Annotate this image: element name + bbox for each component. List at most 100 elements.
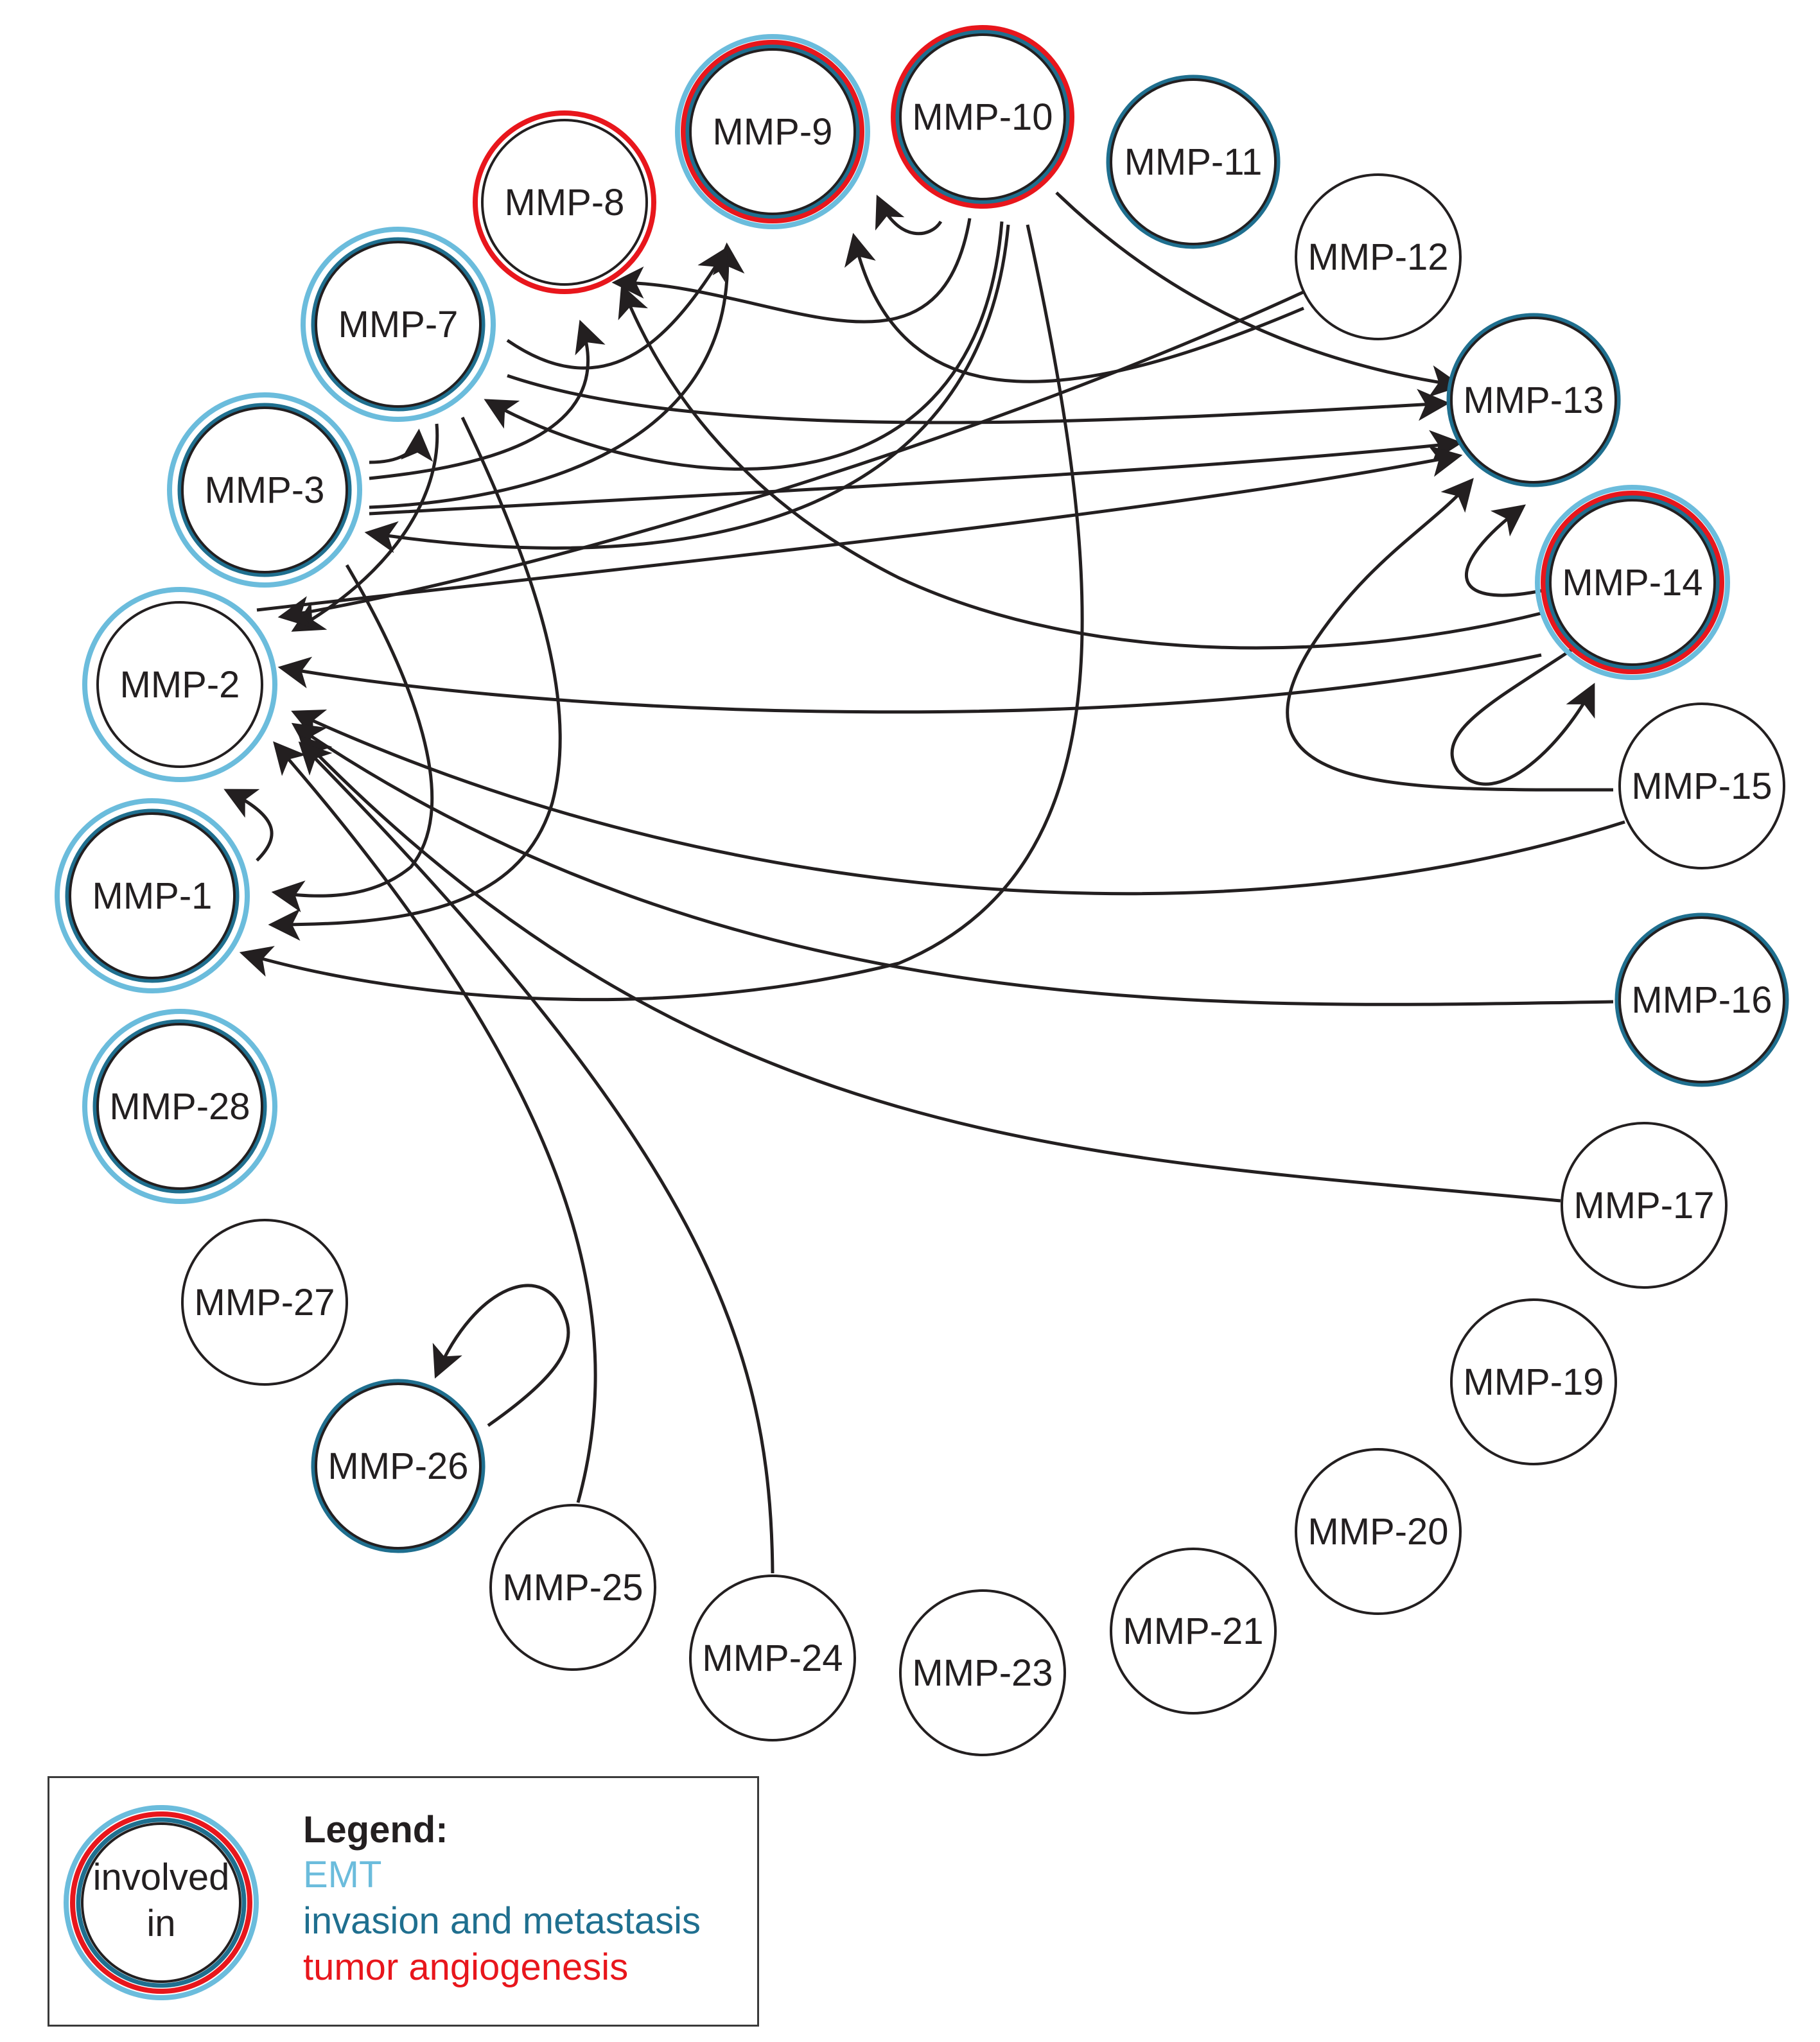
node-mmp2[interactable]: MMP-2 — [82, 587, 277, 782]
node-mmp1[interactable]: MMP-1 — [55, 798, 250, 993]
node-ring-invasion — [1106, 74, 1281, 249]
edges-layer — [223, 191, 1625, 1574]
node-mmp16[interactable]: MMP-16 — [1614, 912, 1789, 1087]
node-ring-emt — [675, 34, 870, 229]
edge-mmp24-mmp2 — [298, 741, 774, 1574]
edge-mmp10-mmp9 — [875, 195, 943, 236]
edge-mmp14-mmp2 — [277, 653, 1542, 714]
edge-mmp3-mmp7 — [369, 428, 433, 464]
legend-invasion: invasion and metastasis — [303, 1900, 701, 1942]
edge-mmp1-mmp2 — [223, 789, 274, 862]
node-circle — [481, 119, 648, 286]
node-ring-invasion — [311, 1379, 486, 1553]
node-mmp24[interactable]: MMP-24 — [689, 1575, 856, 1741]
node-circle — [689, 48, 856, 215]
edge-mmp10-mmp3 — [364, 224, 1010, 554]
node-ring-emt — [82, 1009, 277, 1204]
edge-mmp14-mmp14 — [1450, 647, 1595, 786]
node-ring-invasion — [311, 237, 486, 412]
edge-mmp10-mmp13 — [1055, 191, 1463, 397]
edge-mmp15-mmp13 — [1286, 478, 1614, 792]
legend-sample-node: involved in — [64, 1805, 259, 2000]
node-mmp9[interactable]: MMP-9 — [675, 34, 870, 229]
node-label: MMP-27 — [194, 1282, 335, 1323]
edge-mmp16-mmp2 — [291, 722, 1614, 1006]
node-label: MMP-10 — [912, 96, 1053, 138]
node-mmp27[interactable]: MMP-27 — [181, 1219, 348, 1386]
node-label: MMP-16 — [1631, 979, 1772, 1021]
node-mmp17[interactable]: MMP-17 — [1561, 1122, 1728, 1289]
node-label: MMP-19 — [1463, 1361, 1604, 1403]
node-ring-emt — [167, 392, 362, 588]
node-label: MMP-20 — [1308, 1511, 1448, 1553]
node-label: MMP-24 — [702, 1637, 843, 1679]
node-label: MMP-14 — [1562, 562, 1702, 604]
edge-mmp25-mmp2 — [273, 741, 597, 1503]
node-mmp28[interactable]: MMP-28 — [82, 1009, 277, 1204]
legend-sample-line2: in — [146, 1903, 175, 1944]
node-label: MMP-15 — [1631, 765, 1772, 807]
node-circle — [1110, 1548, 1277, 1715]
node-label: MMP-3 — [205, 469, 325, 511]
node-ring-invasion — [1614, 912, 1789, 1087]
node-label: MMP-12 — [1308, 236, 1448, 278]
node-circle — [69, 812, 236, 979]
edge-mmp14-mmp8 — [618, 284, 1542, 650]
node-circle — [1450, 317, 1617, 484]
node-mmp7[interactable]: MMP-7 — [301, 227, 496, 422]
node-label: MMP-17 — [1573, 1185, 1714, 1226]
node-circle — [689, 1575, 856, 1741]
node-circle — [96, 1023, 263, 1190]
node-ring-invasion — [895, 30, 1070, 204]
node-mmp14[interactable]: MMP-14 — [1535, 485, 1730, 680]
edge-mmp10-mmp7 — [484, 221, 1004, 471]
node-mmp23[interactable]: MMP-23 — [899, 1589, 1066, 1756]
node-label: MMP-2 — [120, 664, 240, 706]
node-circle — [1295, 1448, 1462, 1615]
node-ring-invasion — [92, 1019, 267, 1194]
node-ring-emt — [1535, 485, 1730, 680]
node-label: MMP-13 — [1463, 380, 1604, 421]
node-mmp11[interactable]: MMP-11 — [1106, 74, 1281, 249]
node-mmp3[interactable]: MMP-3 — [167, 392, 362, 588]
node-label: MMP-21 — [1123, 1610, 1263, 1652]
node-mmp21[interactable]: MMP-21 — [1110, 1548, 1277, 1715]
node-mmp15[interactable]: MMP-15 — [1618, 702, 1785, 869]
node-mmp25[interactable]: MMP-25 — [489, 1504, 656, 1671]
edge-mmp14-mmp13 — [1465, 504, 1542, 597]
edge-mmp26-mmp26 — [432, 1284, 570, 1427]
node-circle — [1618, 916, 1785, 1083]
node-ring-invasion — [1545, 495, 1720, 670]
node-mmp12[interactable]: MMP-12 — [1295, 173, 1462, 340]
node-ring-emt — [55, 798, 250, 993]
node-mmp13[interactable]: MMP-13 — [1446, 313, 1621, 487]
node-mmp10[interactable]: MMP-10 — [891, 25, 1074, 209]
node-circle — [489, 1504, 656, 1671]
legend-box: involved in Legend: EMT invasion and met… — [48, 1776, 759, 2027]
node-ring-invasion — [685, 44, 860, 219]
node-ring-invasion — [1446, 313, 1621, 487]
node-circle — [315, 241, 482, 408]
edge-mmp15-mmp2 — [291, 710, 1625, 896]
node-circle — [1549, 499, 1716, 666]
edge-mmp7-mmp13 — [507, 374, 1450, 424]
node-mmp19[interactable]: MMP-19 — [1450, 1298, 1617, 1465]
node-label: MMP-7 — [338, 304, 459, 345]
node-mmp20[interactable]: MMP-20 — [1295, 1448, 1462, 1615]
edge-mmp2-mmp13 — [256, 445, 1463, 612]
edge-mmp12-mmp9 — [844, 232, 1304, 383]
node-label: MMP-1 — [92, 875, 213, 917]
node-circle — [181, 1219, 348, 1386]
node-mmp26[interactable]: MMP-26 — [311, 1379, 486, 1553]
node-label: MMP-25 — [502, 1567, 643, 1609]
node-circle — [1561, 1122, 1728, 1289]
node-circle — [315, 1383, 482, 1549]
node-ring-angiogenesis — [1541, 491, 1724, 674]
node-circle — [1110, 78, 1277, 245]
legend-title: Legend: — [303, 1809, 448, 1851]
node-mmp8[interactable]: MMP-8 — [473, 110, 656, 294]
node-ring-angiogenesis — [891, 25, 1074, 209]
node-ring-emt — [301, 227, 496, 422]
